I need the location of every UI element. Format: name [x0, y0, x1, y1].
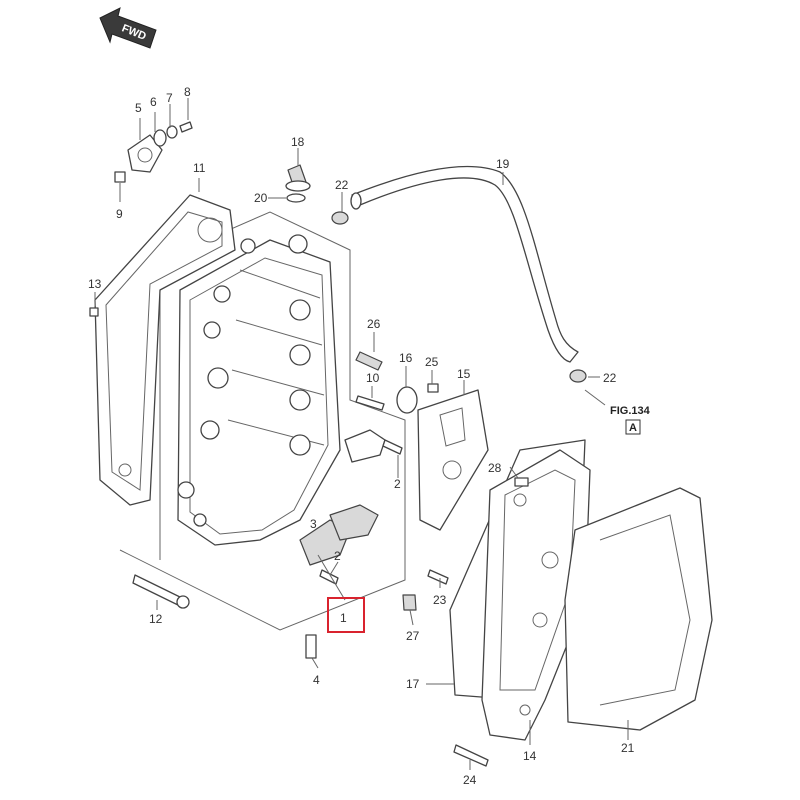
callout-19[interactable]: 19 — [496, 157, 510, 171]
callout-11[interactable]: 11 — [193, 161, 206, 175]
bolt-10 — [355, 395, 385, 411]
callout-28[interactable]: 28 — [488, 461, 502, 475]
camshaft-bracket — [299, 429, 386, 566]
leader-lines — [94, 98, 629, 770]
callout-25[interactable]: 25 — [425, 355, 439, 369]
callout-1[interactable]: 1 — [340, 611, 347, 625]
callout-15[interactable]: 15 — [457, 367, 471, 381]
callout-7[interactable]: 7 — [166, 91, 173, 105]
callout-22[interactable]: 22 — [603, 371, 617, 385]
callout-18[interactable]: 18 — [291, 135, 305, 149]
callout-4[interactable]: 4 — [313, 673, 320, 687]
hose-clamp-upper — [331, 211, 349, 225]
bolt-2-upper — [382, 439, 403, 455]
bolt-24 — [453, 744, 489, 767]
callout-21[interactable]: 21 — [621, 741, 635, 755]
callout-9[interactable]: 9 — [116, 207, 123, 221]
cylinder-head — [177, 234, 341, 546]
hose-clamp-lower — [569, 369, 587, 383]
oil-filler-cap — [285, 164, 311, 192]
callout-2[interactable]: 2 — [334, 549, 341, 563]
callout-23[interactable]: 23 — [433, 593, 447, 607]
thermostat-cover — [127, 121, 193, 173]
callout-22[interactable]: 22 — [335, 178, 349, 192]
callout-6[interactable]: 6 — [150, 95, 157, 109]
callout-13[interactable]: 13 — [88, 277, 102, 291]
callout-10[interactable]: 10 — [366, 371, 380, 385]
callout-17[interactable]: 17 — [406, 677, 420, 691]
cover-plate — [417, 389, 489, 531]
cylinder-head-gasket — [94, 194, 236, 506]
callout-12[interactable]: 12 — [149, 612, 163, 626]
bolt-2-lower — [319, 569, 339, 585]
outer-cover — [564, 487, 713, 731]
grommet-27 — [402, 594, 417, 611]
callout-1-highlight — [327, 597, 365, 633]
figure-ref-letter: A — [629, 422, 637, 434]
bolt-9 — [114, 171, 126, 183]
dowel-pin — [305, 634, 317, 659]
callout-2[interactable]: 2 — [394, 477, 401, 491]
figure-ref-box — [625, 419, 641, 435]
callout-16[interactable]: 16 — [399, 351, 413, 365]
callout-8[interactable]: 8 — [184, 85, 191, 99]
bolt-25 — [427, 383, 439, 393]
fwd-arrow-icon: FWD — [99, 7, 157, 49]
figure-reference: FIG.134 — [610, 405, 651, 417]
o-ring — [286, 193, 306, 203]
callout-26[interactable]: 26 — [367, 317, 381, 331]
plug-28 — [514, 477, 529, 487]
callout-5[interactable]: 5 — [135, 101, 142, 115]
callout-14[interactable]: 14 — [523, 749, 537, 763]
callout-3[interactable]: 3 — [310, 517, 317, 531]
bolt-23 — [427, 569, 449, 585]
pin-13 — [89, 307, 99, 317]
callout-27[interactable]: 27 — [406, 629, 420, 643]
callout-numbers: 1 2 2 3 4 5 6 7 8 9 10 11 12 13 14 15 16… — [88, 85, 635, 787]
sensor-gasket — [396, 386, 418, 414]
callout-20[interactable]: 20 — [254, 191, 268, 205]
temperature-sensor — [355, 351, 383, 371]
water-hose — [350, 165, 579, 363]
callout-24[interactable]: 24 — [463, 773, 477, 787]
